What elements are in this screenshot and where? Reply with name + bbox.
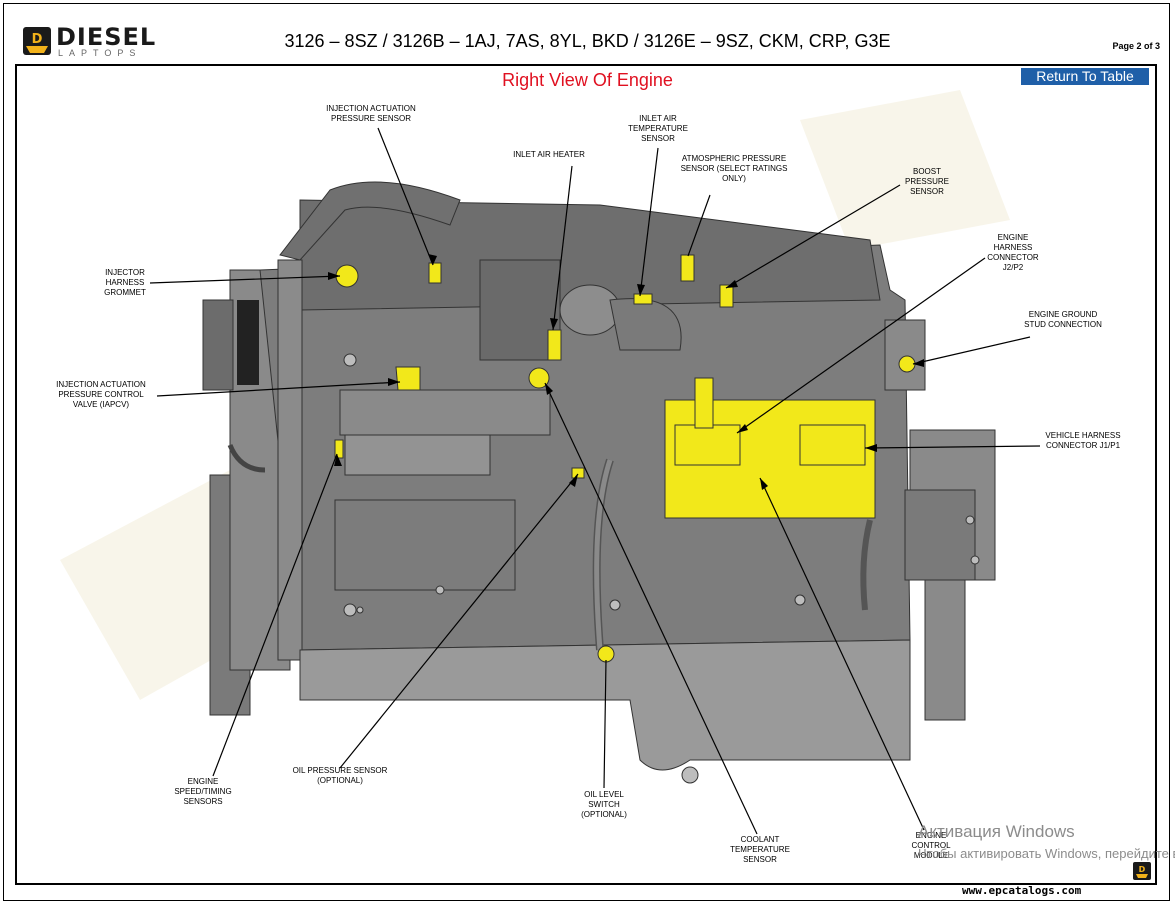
svg-text:D: D xyxy=(32,32,43,47)
label-atmospheric-sensor: ATMOSPHERIC PRESSURE SENSOR (SELECT RATI… xyxy=(680,154,788,183)
brand-name: DIESEL xyxy=(56,23,157,51)
boost-highlight xyxy=(719,284,734,308)
brand-subtitle: LAPTOPS xyxy=(58,48,142,58)
svg-text:D: D xyxy=(1139,865,1146,874)
diagram-frame xyxy=(15,64,1157,885)
iap-sensor-highlight xyxy=(428,262,442,284)
label-ecm: ENGINE CONTROL MODULE xyxy=(911,831,951,860)
document-title: 3126 – 8SZ / 3126B – 1AJ, 7AS, 8YL, BKD … xyxy=(284,31,891,51)
section-title: Right View Of Engine xyxy=(502,70,673,90)
corner-logo-icon: D xyxy=(1133,862,1151,880)
label-oil-level: OIL LEVEL SWITCH (OPTIONAL) xyxy=(581,790,627,819)
label-vehicle-harness: VEHICLE HARNESS CONNECTOR J1/P1 xyxy=(1045,431,1121,450)
iapcv-highlight xyxy=(395,366,421,391)
return-to-table-button[interactable]: Return To Table xyxy=(1021,68,1149,85)
oil-level-highlight xyxy=(597,645,615,663)
label-boost-sensor: BOOST PRESSURE SENSOR xyxy=(904,167,949,196)
footer-site: www.epcatalogs.com xyxy=(962,884,1082,897)
label-inlet-air-heater: INLET AIR HEATER xyxy=(513,150,585,159)
label-iapcv: INJECTION ACTUATION PRESSURE CONTROL VAL… xyxy=(56,380,146,409)
coolant-highlight xyxy=(528,367,550,389)
ground-stud-highlight xyxy=(898,355,916,373)
oil-pressure-highlight xyxy=(571,467,585,479)
label-iap-sensor: INJECTION ACTUATION PRESSURE SENSOR xyxy=(326,104,416,123)
air-heater-highlight xyxy=(547,329,562,361)
label-ground-stud: ENGINE GROUND STUD CONNECTION xyxy=(1024,310,1102,329)
page-number: Page 2 of 3 xyxy=(1112,41,1160,51)
label-speed-timing: ENGINE SPEED/TIMING SENSORS xyxy=(174,777,232,806)
atmo-highlight xyxy=(680,254,695,282)
label-coolant-temp: COOLANT TEMPERATURE SENSOR xyxy=(730,835,790,864)
windows-activation-text: Чтобы активировать Windows, перейдите в … xyxy=(918,846,1175,861)
page-frame xyxy=(3,3,1170,901)
brand-logo: D DIESEL LAPTOPS xyxy=(22,23,162,58)
inlet-temp-highlight xyxy=(633,293,653,305)
label-inlet-air-temp: INLET AIR TEMPERATURE SENSOR xyxy=(628,114,688,143)
label-injector-grommet: INJECTOR HARNESS GROMMET xyxy=(104,268,146,297)
logo-badge-icon: D xyxy=(23,27,51,55)
label-oil-pressure: OIL PRESSURE SENSOR (OPTIONAL) xyxy=(292,766,388,785)
label-harness-j2: ENGINE HARNESS CONNECTOR J2/P2 xyxy=(987,233,1039,272)
speed-highlight xyxy=(334,439,344,459)
windows-activation-title: Активация Windows xyxy=(918,822,1075,841)
